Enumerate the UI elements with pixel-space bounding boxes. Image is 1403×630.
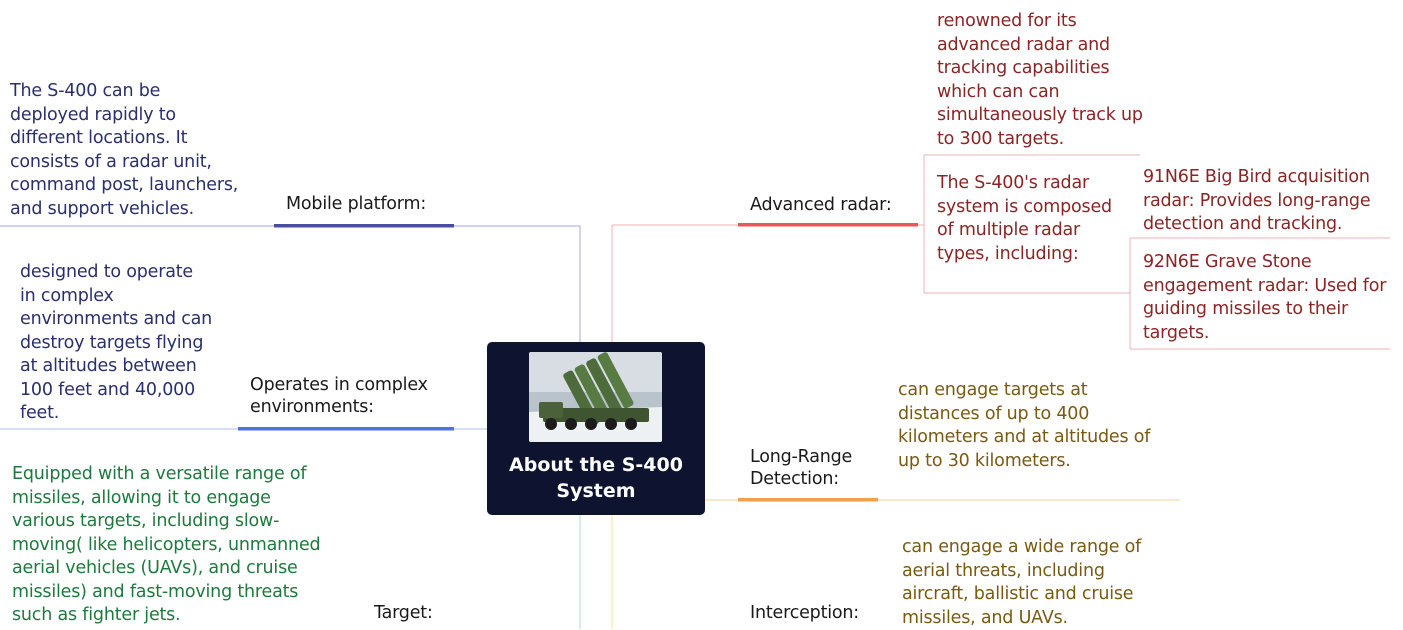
radar-underline — [738, 223, 918, 227]
mobile-note: The S-400 can be deployed rapidly to dif… — [10, 81, 239, 219]
interception-label[interactable]: Interception: — [750, 603, 860, 623]
radar-note: renowned for its advanced radar and trac… — [937, 11, 1143, 149]
long-range-note: can engage targets at distances of up to… — [898, 380, 1151, 471]
target-note: Equipped with a versatile range of missi… — [12, 464, 321, 625]
advanced-radar-label[interactable]: Advanced radar: — [750, 195, 892, 215]
central-topic[interactable]: About the S-400 System — [487, 342, 705, 515]
operates-complex-label[interactable]: Operates in complex environments: — [250, 375, 428, 417]
central-title: About the S-400 System — [509, 454, 683, 502]
mobile-platform-label[interactable]: Mobile platform: — [286, 194, 427, 214]
long-range-detection-label[interactable]: Long-Range Detection: — [750, 447, 853, 489]
complex-note: designed to operate in complex environme… — [20, 262, 213, 423]
radar-composed-note[interactable]: The S-400's radar system is composed of … — [937, 173, 1112, 264]
s400-photo — [529, 352, 662, 442]
mobile-underline — [274, 224, 454, 228]
big-bird-note[interactable]: 91N6E Big Bird acquisition radar: Provid… — [1143, 167, 1371, 234]
complex-underline — [238, 427, 454, 431]
target-label[interactable]: Target: — [374, 603, 433, 623]
grave-stone-note[interactable]: 92N6E Grave Stone engagement radar: Used… — [1143, 252, 1387, 343]
interception-note: can engage a wide range of aerial threat… — [902, 537, 1142, 628]
long-range-underline — [738, 498, 878, 502]
